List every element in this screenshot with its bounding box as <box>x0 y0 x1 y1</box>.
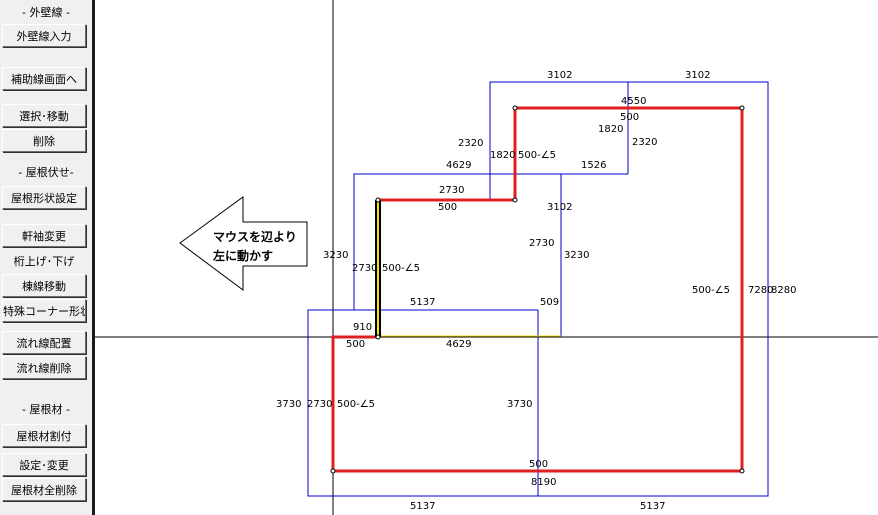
hint-text-line2: 左に動かす <box>212 248 273 263</box>
dim-label: 1526 <box>581 160 606 171</box>
dim-label: 2730 <box>439 185 464 196</box>
dim-label: 8280 <box>771 285 796 296</box>
dim-label: 5137 <box>410 297 435 308</box>
dim-label: 910 <box>353 322 372 333</box>
dim-label: 3102 <box>685 70 710 81</box>
dim-label: 3102 <box>547 202 572 213</box>
dim-label: 500 <box>438 202 457 213</box>
select-move-button[interactable]: 選択･移動 <box>2 104 86 127</box>
dim-label: 2320 <box>458 138 483 149</box>
dim-label: 4629 <box>446 339 471 350</box>
hint-text-line1: マウスを辺より <box>213 230 297 244</box>
roof-drawing-canvas[interactable]: マウスを辺より 左に動かす 3102 3102 4550 500 1820 23… <box>95 0 878 515</box>
dim-label: 2730 <box>529 238 554 249</box>
material-split-button[interactable]: 屋根材割付 <box>2 424 86 447</box>
special-corner-button[interactable]: 特殊コーナー形状 <box>2 299 86 322</box>
section-roof-material-label: - 屋根材 - <box>22 403 70 416</box>
dim-label: 509 <box>540 297 559 308</box>
dim-label: 500-∠5 <box>518 150 556 161</box>
dim-label: 3102 <box>547 70 572 81</box>
dim-label: 500 <box>529 459 548 470</box>
eave-outline <box>307 81 769 497</box>
dim-label: 5137 <box>410 501 435 512</box>
dim-label: 2730 <box>307 399 332 410</box>
dim-label: 3730 <box>507 399 532 410</box>
section-roof-outline-label: - 屋根伏せ- <box>18 166 74 179</box>
sidebar-divider <box>92 0 95 515</box>
hint-arrow-shape <box>179 196 308 291</box>
dim-label: 7280 <box>748 285 773 296</box>
dim-label: 500-∠5 <box>692 285 730 296</box>
dim-label: 8190 <box>531 477 556 488</box>
material-delete-all-button[interactable]: 屋根材全削除 <box>2 478 86 501</box>
dim-label: 3230 <box>323 250 348 261</box>
aux-line-screen-button[interactable]: 補助線画面へ <box>2 67 86 90</box>
dim-label: 4550 <box>621 96 646 107</box>
flow-line-delete-button[interactable]: 流れ線削除 <box>2 356 86 379</box>
dim-label: 500-∠5 <box>382 263 420 274</box>
dim-label: 2730 <box>352 263 377 274</box>
delete-button[interactable]: 削除 <box>2 129 86 152</box>
eave-change-button[interactable]: 軒袖変更 <box>2 224 86 247</box>
dim-label: 3230 <box>564 250 589 261</box>
ridge-move-button[interactable]: 棟線移動 <box>2 274 86 297</box>
dim-label: 2320 <box>632 137 657 148</box>
dim-label: 5137 <box>640 501 665 512</box>
dim-label: 500 <box>620 112 639 123</box>
flow-line-place-button[interactable]: 流れ線配置 <box>2 331 86 354</box>
tool-sidebar: - 外壁線 - 外壁線入力 補助線画面へ 選択･移動 削除 - 屋根伏せ- 屋根… <box>0 0 92 515</box>
dim-label: 4629 <box>446 160 471 171</box>
dim-label: 500 <box>346 339 365 350</box>
section-outer-wall-label: - 外壁線 - <box>22 6 70 19</box>
outer-wall-input-button[interactable]: 外壁線入力 <box>2 24 86 47</box>
vertex-markers <box>330 105 745 474</box>
dim-label: 500-∠5 <box>337 399 375 410</box>
raise-lower-button[interactable]: 桁上げ･下げ <box>2 249 86 272</box>
settings-change-button[interactable]: 設定･変更 <box>2 453 86 476</box>
dim-label: 1820 <box>490 150 515 161</box>
dim-label: 1820 <box>598 124 623 135</box>
dim-label: 3730 <box>276 399 301 410</box>
roof-shape-settings-button[interactable]: 屋根形状設定 <box>2 186 86 209</box>
